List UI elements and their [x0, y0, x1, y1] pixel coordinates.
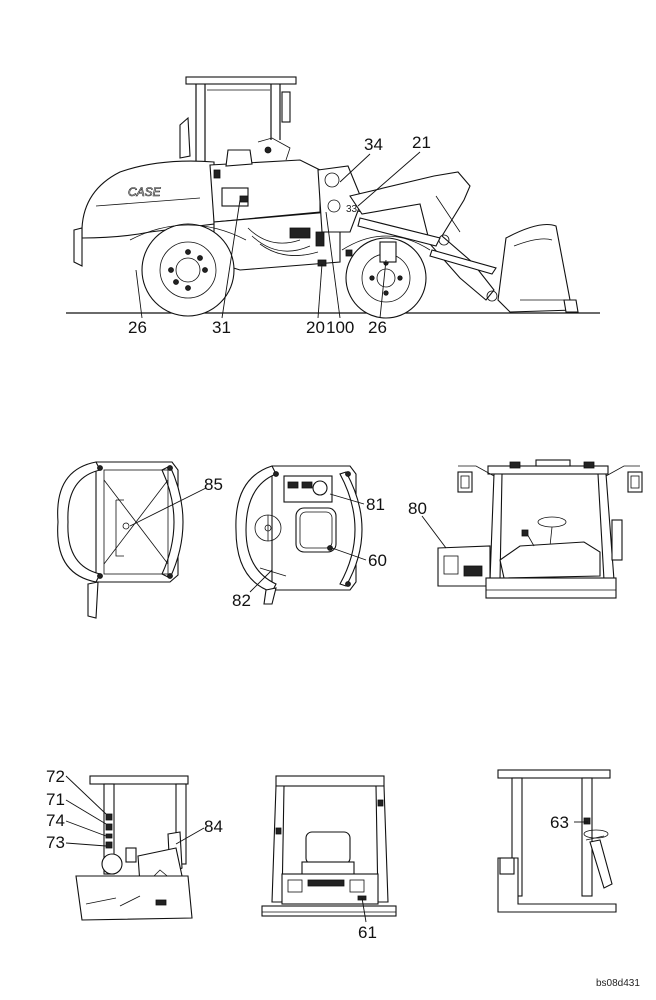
brand-decal: CASE — [128, 185, 162, 199]
callout-21: 21 — [412, 133, 431, 152]
loader-tower — [317, 165, 363, 233]
hydraulic-hoses — [247, 227, 325, 256]
rear-top-view: 85 — [57, 461, 223, 619]
reference-code: bs08d431 — [596, 978, 640, 989]
callout-100: 100 — [326, 318, 354, 337]
side-view: CASE — [66, 76, 600, 337]
cab-left-view: 72 71 74 73 84 — [46, 767, 223, 921]
callout-81: 81 — [366, 495, 385, 514]
callout-74: 74 — [46, 811, 65, 830]
callout-34: 34 — [364, 135, 383, 154]
bucket — [497, 223, 575, 313]
callout-63: 63 — [550, 813, 569, 832]
boom-arm — [349, 171, 495, 301]
callout-26-front: 26 — [368, 318, 387, 337]
callout-85: 85 — [204, 475, 223, 494]
cab-top-view: 81 60 82 — [232, 465, 387, 610]
callout-20: 20 — [306, 318, 325, 337]
front-wheel — [345, 237, 427, 319]
callout-82: 82 — [232, 591, 251, 610]
callout-60: 60 — [368, 551, 387, 570]
svg-text:335E: 335E — [346, 204, 370, 215]
engine-hood — [81, 160, 215, 239]
cab-rear-view: 61 — [261, 775, 397, 942]
rear-wheel — [141, 223, 235, 317]
callout-73: 73 — [46, 833, 65, 852]
exhaust-stack — [179, 116, 191, 159]
callout-80: 80 — [408, 499, 427, 518]
callout-26-rear: 26 — [128, 318, 147, 337]
cab-right-view: 63 — [497, 769, 617, 913]
callout-61: 61 — [358, 923, 377, 942]
callout-72: 72 — [46, 767, 65, 786]
callout-71: 71 — [46, 790, 65, 809]
cab-front-view: 80 — [408, 459, 643, 599]
callout-84: 84 — [204, 817, 223, 836]
callout-31: 31 — [212, 318, 231, 337]
